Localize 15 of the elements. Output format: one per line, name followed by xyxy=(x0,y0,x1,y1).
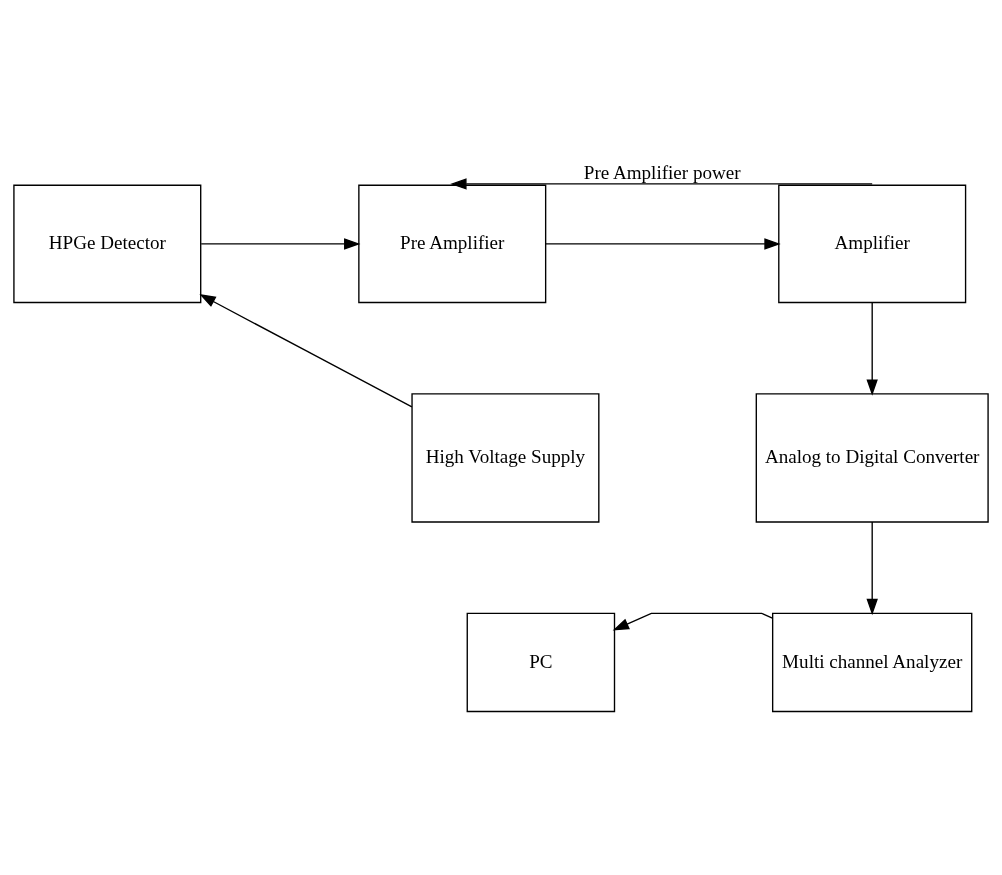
arrow xyxy=(866,521,878,616)
node-box: High Voltage Supply xyxy=(411,393,600,523)
node-box: PC xyxy=(466,612,616,713)
arrow xyxy=(200,238,361,250)
edge-label: Pre Amplifier power xyxy=(583,161,741,183)
node-box: Multi channel Analyzer xyxy=(772,612,973,713)
arrow xyxy=(199,294,413,408)
arrow xyxy=(450,178,873,190)
arrow xyxy=(612,612,774,631)
node-box: Analog to Digital Converter xyxy=(755,393,989,523)
arrow xyxy=(866,302,878,396)
node-box: Pre Amplifier xyxy=(358,184,547,304)
node-box: Amplifier xyxy=(778,184,967,304)
arrow xyxy=(545,238,781,250)
node-box: HPGe Detector xyxy=(13,184,202,304)
